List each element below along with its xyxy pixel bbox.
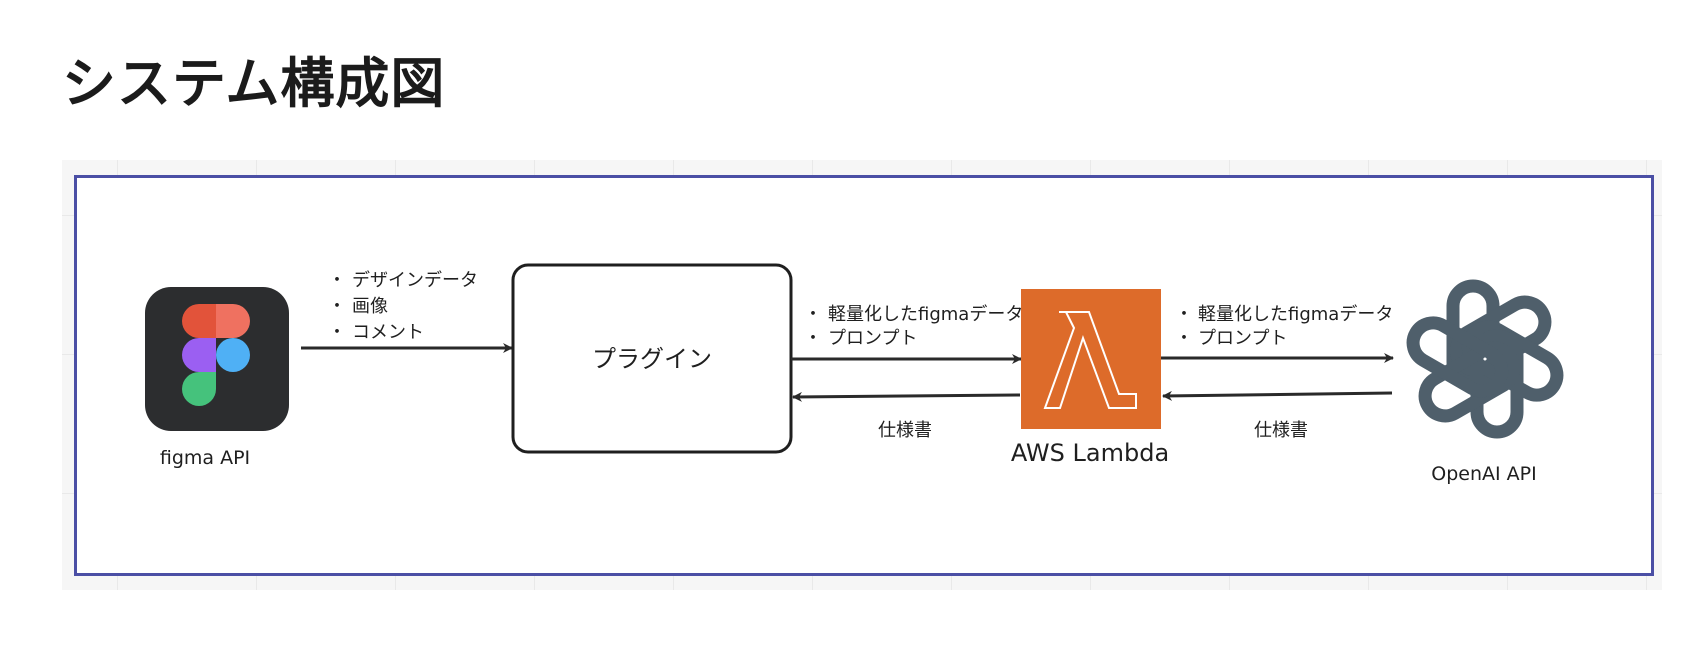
edge-lambda-to-plugin[interactable]: 仕様書 bbox=[792, 391, 1021, 441]
diagram-frame[interactable] bbox=[74, 175, 1654, 576]
edge-label-item: 軽量化したfigmaデータ bbox=[828, 304, 1023, 325]
edge-openai-to-lambda[interactable]: 仕様書 bbox=[1162, 390, 1393, 441]
edge-lambda-to-openai[interactable]: ・ 軽量化したfigmaデータ ・ プロンプト bbox=[1161, 304, 1394, 363]
edge-label-list: ・ デザインデータ ・ 画像 ・ コメント bbox=[328, 270, 478, 343]
bullet-marker: ・ bbox=[804, 304, 822, 325]
edge-label-item: 軽量化したfigmaデータ bbox=[1198, 304, 1393, 325]
lambda-label: AWS Lambda bbox=[1011, 439, 1169, 467]
edge-label-item: プロンプト bbox=[828, 328, 917, 349]
openai-label: OpenAI API bbox=[1431, 463, 1536, 485]
bullet-marker: ・ bbox=[1175, 328, 1193, 349]
edge-plugin-to-lambda[interactable]: ・ 軽量化したfigmaデータ ・ プロンプト bbox=[791, 304, 1023, 364]
arrow-openai-to-lambda bbox=[1162, 390, 1393, 401]
figma-label: figma API bbox=[160, 447, 250, 469]
plugin-label: プラグイン bbox=[592, 345, 712, 373]
openai-node[interactable]: OpenAI API bbox=[1406, 279, 1564, 485]
edge-label-item: デザインデータ bbox=[352, 270, 478, 291]
bullet-marker: ・ bbox=[328, 270, 346, 291]
figma-node[interactable]: figma API bbox=[145, 287, 289, 469]
edge-label-item: プロンプト bbox=[1198, 328, 1287, 349]
arrow-lambda-to-plugin bbox=[792, 391, 1021, 402]
aws-lambda-icon bbox=[1021, 289, 1161, 429]
edge-label-list: ・ 軽量化したfigmaデータ ・ プロンプト bbox=[804, 304, 1023, 349]
openai-logo-icon bbox=[1406, 279, 1564, 439]
edge-label: 仕様書 bbox=[878, 420, 932, 441]
plugin-node[interactable]: プラグイン bbox=[511, 263, 793, 454]
bullet-marker: ・ bbox=[328, 296, 346, 317]
bullet-marker: ・ bbox=[328, 322, 346, 343]
page-title: システム構成図 bbox=[62, 52, 446, 115]
edge-label-item: コメント bbox=[352, 322, 424, 343]
lambda-node[interactable]: AWS Lambda bbox=[1011, 289, 1169, 467]
edge-figma-to-plugin[interactable]: ・ デザインデータ ・ 画像 ・ コメント bbox=[301, 270, 513, 353]
edge-label: 仕様書 bbox=[1254, 420, 1308, 441]
bullet-marker: ・ bbox=[1175, 304, 1193, 325]
bullet-marker: ・ bbox=[804, 328, 822, 349]
figma-logo-icon bbox=[145, 287, 289, 431]
edge-label-list: ・ 軽量化したfigmaデータ ・ プロンプト bbox=[1175, 304, 1393, 349]
edge-label-item: 画像 bbox=[352, 296, 388, 317]
